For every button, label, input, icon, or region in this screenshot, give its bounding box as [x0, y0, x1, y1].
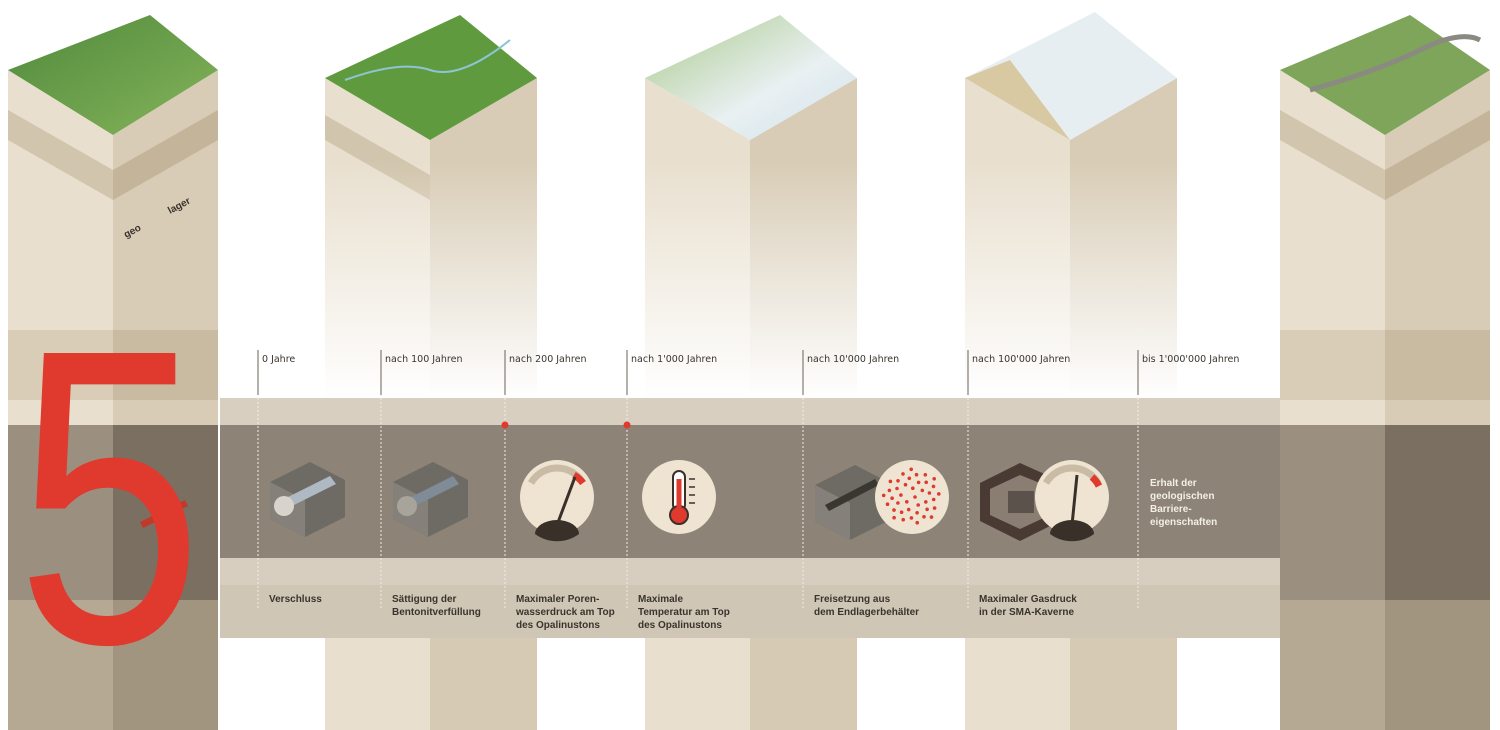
particle-dot [914, 472, 919, 477]
particle-dot [931, 484, 936, 489]
particle-dot [892, 508, 896, 512]
particle-dot [907, 476, 912, 481]
particle-dot [916, 480, 921, 485]
particle-dot [932, 477, 936, 481]
timeline-label: nach 200 Jahren [509, 354, 586, 365]
terrain-eroded-valley-top [1280, 15, 1490, 135]
timeline-label: 0 Jahre [262, 354, 295, 365]
particle-dot [903, 482, 908, 487]
timeline-labels: 0 Jahre nach 100 Jahren nach 200 Jahren nac… [262, 354, 1239, 365]
pressure-gauge-icon [520, 460, 594, 542]
timeline-caption-line: Temperatur am Top [638, 607, 730, 618]
particle-dot [920, 488, 925, 493]
terrain-river-top [325, 15, 537, 140]
particle-dot [890, 496, 894, 500]
timeline-caption-line: Freisetzung aus [814, 594, 891, 605]
particle-dot [881, 493, 886, 498]
repository-tunnel-marker [140, 500, 188, 528]
particle-dot [901, 472, 905, 476]
timeline-caption-line: Maximaler Gasdruck [979, 594, 1077, 605]
backfilled-tunnel-icon [270, 462, 345, 537]
particle-dot [896, 501, 900, 505]
particle-dot [901, 517, 905, 522]
particle-dot [899, 510, 904, 514]
pillar-present: geo lager [8, 15, 218, 730]
particle-dot [929, 515, 934, 519]
waste-container-icon [815, 465, 890, 540]
particle-dot [924, 500, 928, 504]
particle-dot [909, 516, 914, 520]
terrain-forest-top [8, 15, 218, 135]
timeline-captions: Verschluss Sättigung derBentonitverfüllun… [269, 594, 1077, 631]
timeline-caption-line: dem Endlagerbehälter [814, 607, 919, 618]
particle-dot [888, 479, 893, 484]
particle-dot [927, 491, 932, 495]
terrain-glacier-top [645, 15, 857, 140]
timeline-markers [257, 350, 1139, 610]
particle-dot [916, 503, 920, 507]
timeline-caption-line: des Opalinustons [516, 620, 600, 631]
particle-dot [932, 506, 937, 510]
thermometer-icon [642, 460, 716, 534]
timeline-caption-line: Sättigung der [392, 594, 457, 605]
final-note: Erhalt der geologischen Barriere- eigens… [1150, 478, 1217, 528]
final-note-line: geologischen [1150, 491, 1214, 502]
gas-pressure-gauge-icon [1035, 460, 1109, 542]
particle-dot [899, 493, 903, 497]
saturated-tunnel-icon [393, 462, 468, 537]
particle-dot [922, 515, 926, 519]
particle-dot [937, 492, 941, 496]
pillar-glacial [645, 15, 857, 730]
final-note-line: Barriere- [1150, 504, 1192, 515]
final-note-line: eigenschaften [1150, 517, 1217, 528]
host-rock-band [220, 398, 1280, 638]
timeline-caption-line: Bentonitverfüllung [392, 607, 481, 618]
final-note-line: Erhalt der [1150, 478, 1197, 489]
particle-dot [911, 486, 915, 490]
timeline-caption-line: Maximaler Poren- [516, 594, 599, 605]
particle-dot [913, 495, 917, 499]
release-particles-icon [875, 460, 949, 534]
particle-dot [905, 500, 909, 504]
particle-dot [895, 486, 899, 491]
particle-dot [909, 467, 913, 472]
particle-dot [906, 507, 911, 512]
particle-dot [885, 502, 890, 506]
event-marker-dot [501, 421, 509, 429]
event-marker-dot [623, 421, 631, 429]
figure-number: 5 [16, 262, 203, 730]
particle-dot [923, 473, 928, 477]
pillar-future [1280, 15, 1490, 730]
pillar-100-years [325, 15, 537, 730]
timeline-caption-line: in der SMA-Kaverne [979, 607, 1074, 618]
particle-dot [925, 507, 929, 512]
particle-dot [887, 488, 892, 493]
timeline-caption-line: Verschluss [269, 594, 322, 605]
particle-dot [931, 497, 936, 502]
particle-dot [915, 511, 919, 515]
timeline-caption-line: Maximale [638, 594, 683, 605]
timeline-label: nach 10'000 Jahren [807, 354, 899, 365]
event-marker-dots [501, 421, 631, 429]
particle-dot [924, 480, 928, 485]
timeline-caption-line: des Opalinustons [638, 620, 722, 631]
timeline-label: nach 1'000 Jahren [631, 354, 717, 365]
timeline-label: bis 1'000'000 Jahren [1142, 354, 1239, 365]
pillar-ice-age [965, 12, 1177, 730]
timeline-caption-line: wasserdruck am Top [515, 607, 615, 618]
particle-dot [915, 520, 919, 525]
timeline-label: nach 100 Jahren [385, 354, 462, 365]
particle-dot [892, 515, 896, 520]
particle-dot [896, 479, 900, 483]
timeline-label: nach 100'000 Jahren [972, 354, 1070, 365]
